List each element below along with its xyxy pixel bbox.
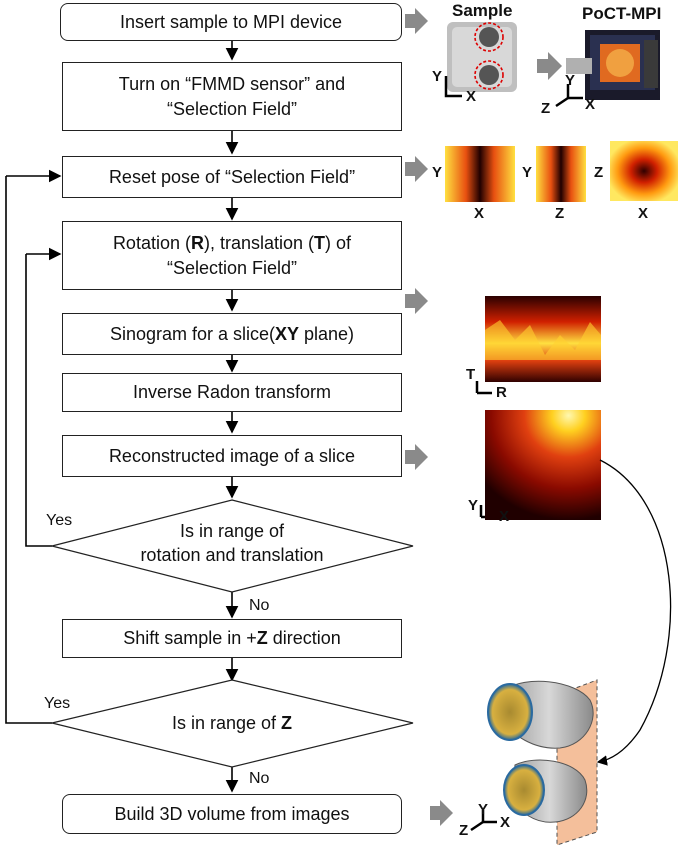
step-shift-sample: Shift sample in +Z direction: [62, 619, 402, 658]
no-label-z: No: [249, 770, 270, 787]
field-plot-xz: [610, 141, 678, 201]
step-rotation-translation: Rotation (R), translation (T) of “Select…: [62, 221, 402, 290]
step-build-volume: Build 3D volume from images: [62, 794, 402, 834]
selection-field-plots: [445, 141, 678, 202]
sample-title: Sample: [452, 1, 513, 20]
sinogram-axis-r: R: [496, 384, 507, 401]
decision-diamond-z: [51, 679, 414, 768]
step-insert-sample: Insert sample to MPI device: [60, 3, 402, 41]
field3-axis-z: Z: [594, 164, 604, 181]
sample-photo: [447, 22, 517, 92]
step-rotation-post: ) of: [325, 233, 352, 254]
gray-arrow-sample-to-device: [537, 52, 562, 80]
step-reset-pose: Reset pose of “Selection Field”: [62, 156, 402, 198]
volume-axis-z: Z: [459, 822, 469, 839]
volume-rendering: [487, 679, 598, 846]
decision-diamond-rotation: [51, 499, 414, 593]
field1-axis-x: X: [474, 205, 485, 222]
gray-arrow-4: [405, 444, 428, 470]
loop-lines: [5, 169, 62, 724]
step-shift-z: Z: [256, 628, 268, 649]
decision-z-text: Is in range of Z: [82, 711, 382, 735]
step-reconstructed: Reconstructed image of a slice: [62, 435, 402, 477]
gray-arrow-2: [405, 156, 428, 182]
step-turn-on-line2: “Selection Field”: [166, 98, 298, 119]
field2-axis-y: Y: [522, 164, 533, 181]
decision-z-pre: Is in range of: [171, 713, 282, 733]
decision-z-bold: Z: [281, 713, 293, 733]
device-axis-x: X: [585, 96, 596, 113]
step-inverse-radon: Inverse Radon transform: [62, 373, 402, 412]
step-turn-on: Turn on “FMMD sensor” and “Selection Fie…: [62, 62, 402, 131]
sinogram-axis-t: T: [466, 366, 476, 383]
volume-axis-x: X: [500, 814, 511, 831]
step-sinogram-xy: XY: [275, 323, 300, 344]
step-rotation-R: R: [190, 233, 204, 254]
curved-arrow-to-volume: [596, 459, 672, 766]
step-sinogram-post: plane): [299, 323, 355, 344]
field1-axis-y: Y: [432, 164, 443, 181]
step-inverse-radon-label: Inverse Radon transform: [132, 382, 332, 403]
step-sinogram-text: Sinogram for a slice(XY plane): [110, 322, 354, 346]
step-sinogram: Sinogram for a slice(XY plane): [62, 313, 402, 355]
step-rotation-mid: ), translation (: [203, 233, 315, 254]
step-shift-post: direction: [267, 628, 341, 649]
device-axis-y: Y: [565, 72, 576, 89]
axis-glyphs: [444, 76, 583, 832]
sample-axis-x: X: [466, 88, 477, 105]
step-sinogram-pre: Sinogram for a slice(: [109, 323, 275, 344]
decision-rotation-line1: Is in range of: [179, 521, 285, 541]
step-build-volume-label: Build 3D volume from images: [114, 803, 350, 824]
gray-arrow-1: [405, 8, 428, 34]
field-plot-zy: [536, 146, 586, 202]
gray-arrows: [405, 8, 562, 826]
device-axis-z: Z: [541, 100, 551, 117]
no-label-rotation: No: [249, 597, 270, 614]
sinogram-image: [485, 296, 601, 382]
yes-label-rotation: Yes: [46, 512, 73, 529]
field3-axis-x: X: [638, 205, 649, 222]
step-shift-pre: Shift sample in +: [123, 628, 257, 649]
step-rotation-line1: Rotation (R), translation (T) of: [113, 231, 351, 255]
volume-axis-y: Y: [478, 801, 489, 818]
gray-arrow-5: [430, 800, 453, 826]
step-insert-sample-label: Insert sample to MPI device: [119, 11, 343, 32]
decision-rotation-text: Is in range of rotation and translation: [82, 519, 382, 568]
step-shift-text: Shift sample in +Z direction: [123, 626, 341, 650]
step-rotation-line2: “Selection Field”: [166, 257, 298, 278]
reconstructed-slice-image: [485, 410, 601, 520]
step-rotation-T: T: [314, 233, 326, 254]
device-photo: [566, 30, 660, 100]
slice-axis-y: Y: [468, 497, 479, 514]
step-rotation-pre: Rotation (: [112, 233, 191, 254]
yes-label-z: Yes: [44, 695, 71, 712]
field-plot-xy: [445, 146, 515, 202]
step-turn-on-line1: Turn on “FMMD sensor” and: [118, 74, 346, 95]
decision-rotation-line2: rotation and translation: [140, 545, 324, 566]
device-title: PoCT-MPI: [582, 4, 662, 23]
field2-axis-z: Z: [555, 205, 565, 222]
step-reset-pose-label: Reset pose of “Selection Field”: [108, 166, 356, 187]
sample-axis-y: Y: [432, 68, 443, 85]
step-reconstructed-label: Reconstructed image of a slice: [108, 445, 356, 466]
slice-axis-x: X: [499, 508, 510, 525]
gray-arrow-3: [405, 288, 428, 314]
